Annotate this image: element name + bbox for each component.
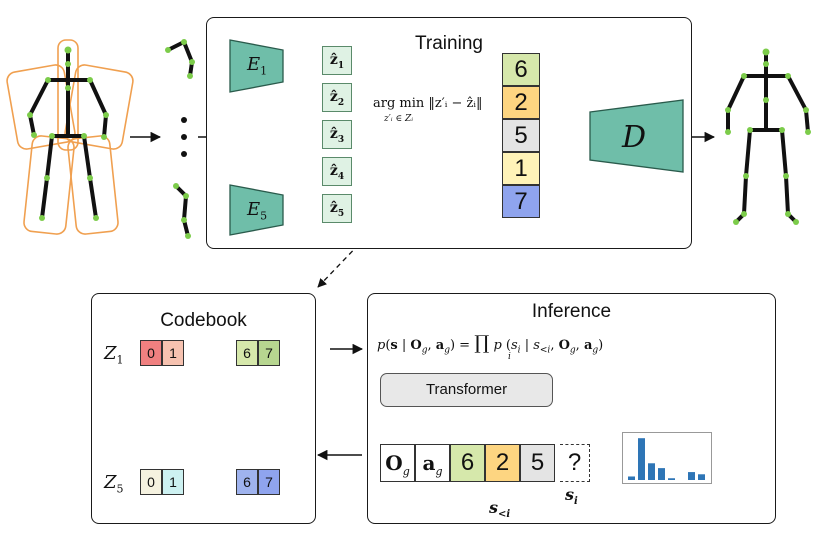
codebook-panel: Codebook	[91, 293, 316, 524]
encoder-5-label: E5	[247, 199, 268, 223]
histogram-bar	[628, 476, 635, 480]
codebook-entry-7: 7	[258, 340, 280, 366]
histogram-bar	[688, 472, 695, 480]
s-less-label: s<i	[489, 498, 511, 521]
training-title: Training	[415, 33, 483, 54]
codebook-title: Codebook	[160, 310, 247, 331]
token-2: ag	[415, 444, 450, 482]
codebook-entry-0: 0	[140, 340, 162, 366]
product-index: i	[508, 352, 511, 362]
decoder-label: D	[622, 120, 647, 155]
probability-histogram	[622, 432, 712, 484]
inference-formula: p(s | Og, ag) = ∏ p (si | s<i, Og, ag)	[377, 332, 604, 356]
body-part-fragments	[165, 39, 195, 239]
z-hat-3: ẑ3	[322, 120, 352, 149]
inference-panel: Inference	[367, 293, 776, 524]
token-5: 5	[520, 444, 555, 482]
histogram-bar	[668, 478, 675, 480]
codebook-row-5-label: Z5	[104, 472, 124, 496]
token-1: Og	[380, 444, 415, 482]
transformer-block: Transformer	[380, 373, 553, 407]
argmin-subscript: z′ᵢ ∈ Zᵢ	[384, 114, 414, 124]
z-hat-5: ẑ5	[322, 194, 352, 223]
code-index-3: 5	[502, 119, 540, 152]
outline-right-leg	[67, 135, 119, 235]
histogram-bar	[658, 468, 665, 480]
code-index-1: 6	[502, 53, 540, 86]
encoder-1-label: E1	[247, 54, 268, 78]
training-panel: Training	[206, 17, 692, 249]
codebook-entry-7: 7	[258, 469, 280, 495]
token-3: 6	[450, 444, 485, 482]
codebook-entry-6: 6	[236, 340, 258, 366]
outline-right-arm	[64, 64, 134, 150]
transformer-label: Transformer	[425, 381, 508, 398]
codebook-row-1-label: Z1	[104, 343, 124, 367]
code-index-5: 7	[502, 185, 540, 218]
input-skeleton	[6, 39, 134, 235]
codebook-entry-1: 1	[162, 340, 184, 366]
inference-title: Inference	[531, 301, 612, 322]
codebook-entry-1: 1	[162, 469, 184, 495]
z-hat-1: ẑ1	[322, 46, 352, 75]
z-hat-4: ẑ4	[322, 157, 352, 186]
output-skeleton	[725, 48, 811, 225]
codebook-entry-6: 6	[236, 469, 258, 495]
s-i-label: si	[565, 485, 578, 508]
z-hat-2: ẑ2	[322, 83, 352, 112]
histogram-bar	[638, 438, 645, 480]
token-4: 2	[485, 444, 520, 482]
codebook-entry-0: 0	[140, 469, 162, 495]
code-index-4: 1	[502, 152, 540, 185]
unknown-token: ?	[560, 444, 590, 482]
argmin-expression: arg min ‖z′ᵢ − ẑᵢ‖	[373, 96, 483, 111]
code-index-2: 2	[502, 86, 540, 119]
histogram-bar	[648, 463, 655, 480]
histogram-bar	[698, 474, 705, 480]
